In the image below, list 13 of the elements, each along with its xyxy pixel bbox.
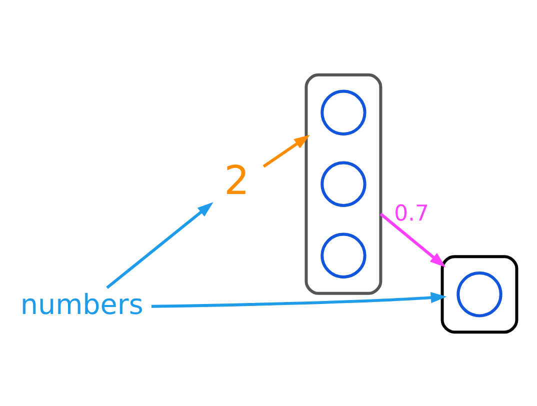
edge-label: 0.7 — [394, 200, 429, 226]
cluster — [304, 72, 382, 294]
node-circle — [320, 160, 366, 206]
arrow — [262, 134, 310, 168]
node-text: 2 — [224, 158, 250, 204]
node-circle — [456, 271, 502, 317]
node-circle — [320, 232, 366, 278]
arrow — [380, 212, 446, 267]
node-circle — [320, 89, 366, 135]
arrow — [106, 202, 214, 288]
node-text: numbers — [20, 288, 144, 321]
arrow — [151, 292, 447, 308]
cluster — [440, 254, 518, 334]
